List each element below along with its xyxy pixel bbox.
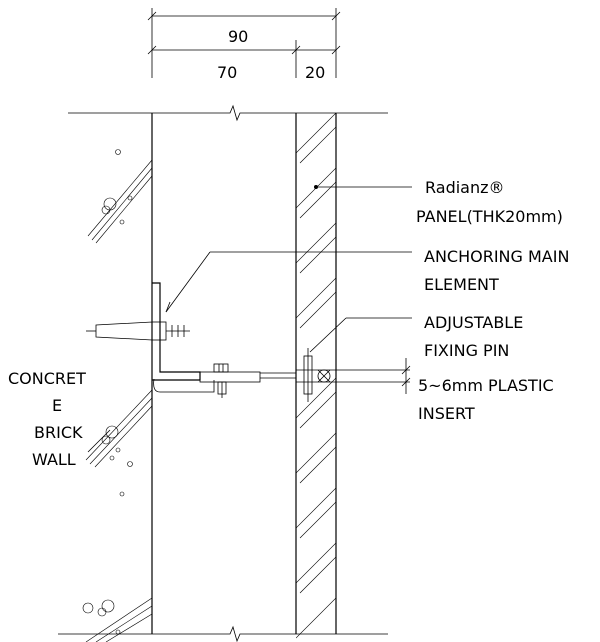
anchor-label-line1: ANCHORING MAIN [424, 247, 569, 266]
pin-label-line1: ADJUSTABLE [424, 313, 523, 332]
wall-label-line2: E [52, 396, 62, 415]
break-line-bottom [58, 625, 388, 642]
anchor-label-line2: ELEMENT [424, 275, 499, 294]
break-line-top [68, 104, 388, 122]
wall-label-line4: WALL [32, 450, 76, 469]
dimension-panel: 20 [305, 63, 325, 82]
panel-label-line2: PANEL(THK20mm) [416, 207, 563, 226]
radianz-panel [295, 113, 337, 639]
insert-label-line1: 5~6mm PLASTIC [418, 376, 554, 395]
pin-label-line2: FIXING PIN [424, 341, 509, 360]
fixing-pin [303, 348, 331, 402]
dimension-group: 90 70 20 [147, 8, 341, 82]
wall-label-line1: CONCRET [8, 369, 86, 388]
anchoring-bracket [86, 282, 296, 398]
concrete-wall [82, 113, 153, 642]
wall-label-line3: BRICK [34, 423, 83, 442]
dimension-overall: 90 [228, 27, 248, 46]
insert-label-line2: INSERT [418, 404, 475, 423]
leader-lines [87, 186, 412, 453]
dimension-stud: 70 [217, 63, 237, 82]
panel-label-line1: Radianz® [425, 178, 505, 197]
annotation-labels: Radianz® PANEL(THK20mm) ANCHORING MAIN E… [8, 178, 569, 469]
